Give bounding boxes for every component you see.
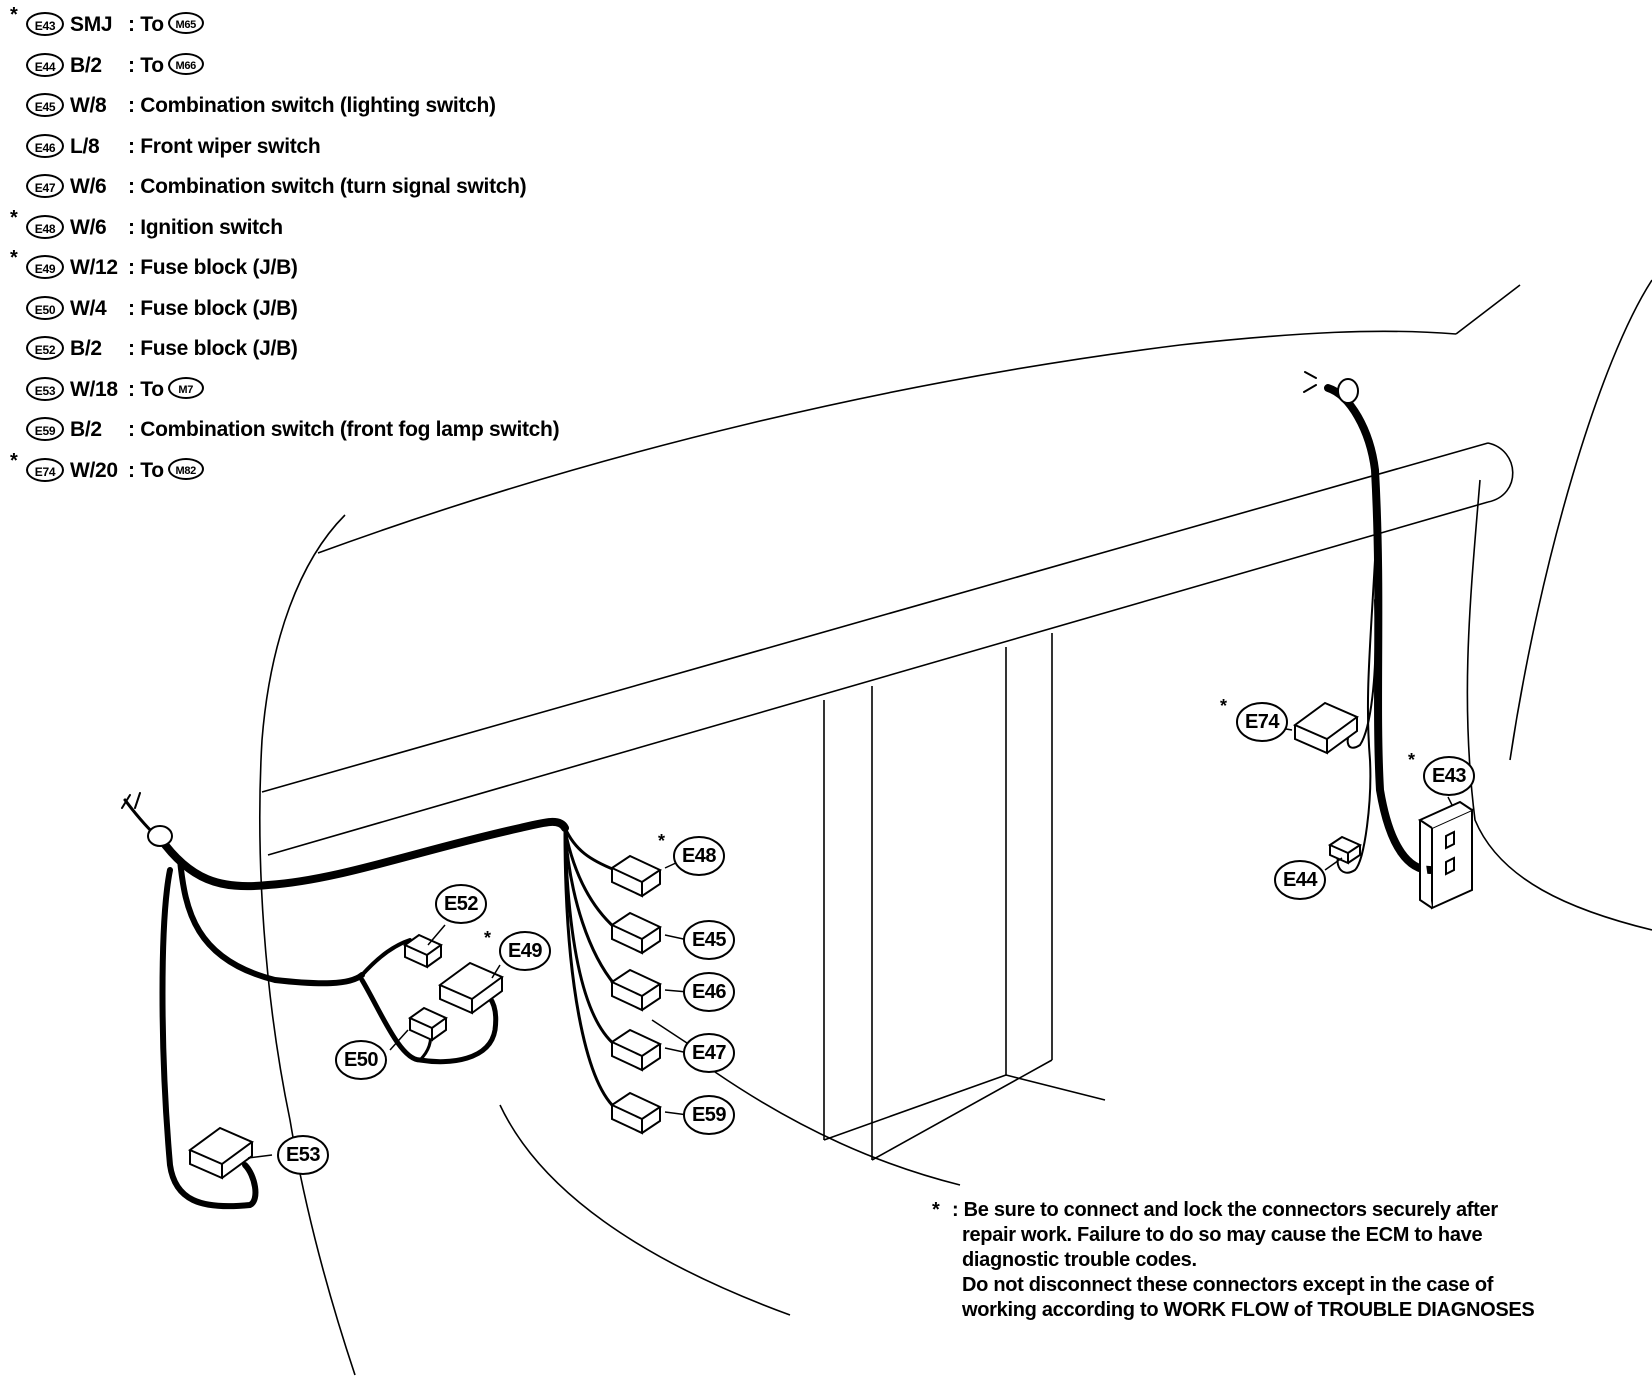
connector-code-badge: E74 (26, 457, 64, 482)
connector-code-badge: E59 (26, 417, 64, 441)
connector-description-text: : To (128, 458, 164, 482)
connector-type: L/8 (70, 134, 100, 158)
connector-description-text: : To (128, 13, 164, 36)
connector-type: W/12 (70, 256, 118, 279)
connector-ref-badge: M65 (167, 12, 204, 35)
callout-e52: E52 (444, 893, 478, 915)
connector-type: SMJ (70, 13, 113, 36)
connector-type: W/4 (70, 296, 107, 320)
connector-description: : Fuse block (J/B) (128, 256, 298, 280)
connector-code-badge: E52 (26, 336, 64, 360)
connector-description: : Combination switch (lighting switch) (128, 94, 496, 118)
connector-code-badge: E53 (26, 376, 64, 401)
connector-type: B/2 (70, 53, 102, 77)
callout-e43: E43 (1432, 765, 1466, 787)
connector-type: W/20 (70, 458, 118, 482)
callout-e53: E53 (286, 1144, 320, 1166)
connector-code-badge: E47 (26, 174, 64, 198)
connector-code-badge: E45 (26, 93, 64, 117)
connector-description-text: : Combination switch (front fog lamp swi… (128, 418, 560, 441)
connector-description-text: : To (128, 53, 164, 77)
legend-star: * (10, 206, 18, 229)
connector-type: B/2 (70, 337, 102, 360)
callout-e50: E50 (344, 1049, 378, 1071)
callout-e47: E47 (692, 1042, 726, 1064)
connector-description-text: : Combination switch (turn signal switch… (128, 175, 527, 198)
connector-code-badge: E50 (26, 295, 64, 320)
callout-star-e49: * (484, 928, 491, 948)
connector-description: : Fuse block (J/B) (128, 337, 298, 361)
callout-e44: E44 (1283, 869, 1318, 891)
note-line-3: diagnostic trouble codes. (962, 1249, 1197, 1271)
connector-e59 (609, 1091, 663, 1135)
connector-code-badge: E43 (26, 12, 64, 36)
connector-e47 (609, 1028, 663, 1072)
callout-e48: E48 (682, 845, 716, 867)
grommet-right (1337, 378, 1359, 404)
connector-description-text: : Combination switch (lighting switch) (128, 94, 496, 117)
connector-description: : Ignition switch (128, 216, 283, 240)
connector-e53 (188, 1126, 254, 1180)
connector-e45 (609, 911, 663, 955)
connector-ref-badge: M82 (167, 457, 204, 480)
callout-star-e43: * (1408, 750, 1415, 770)
connector-description-text: : Fuse block (J/B) (128, 337, 298, 360)
connector-description: : Combination switch (turn signal switch… (128, 175, 527, 199)
legend-star: * (10, 449, 18, 472)
callout-e74: E74 (1245, 711, 1280, 733)
legend-star: * (10, 247, 18, 269)
connector-e52 (403, 933, 443, 969)
connector-type: W/8 (70, 94, 107, 117)
callout-star-e48: * (658, 831, 665, 851)
connector-e48 (609, 854, 663, 898)
connector-description: : Fuse block (J/B) (128, 297, 298, 321)
connector-code-badge: E48 (26, 214, 64, 239)
note-star: * (932, 1199, 940, 1221)
note-line-4: Do not disconnect these connectors excep… (962, 1274, 1494, 1296)
connector-e46 (609, 968, 663, 1012)
connector-description: : Combination switch (front fog lamp swi… (128, 418, 560, 442)
legend-star: * (10, 4, 18, 26)
callout-e45: E45 (692, 929, 726, 951)
connector-description: : Front wiper switch (128, 134, 321, 159)
connector-type: W/18 (70, 377, 118, 401)
note-line-5: working according to WORK FLOW of TROUBL… (962, 1299, 1535, 1321)
connector-e43 (1417, 800, 1473, 910)
connector-type: B/2 (70, 418, 102, 441)
connector-description-text: : To (128, 377, 164, 401)
connector-type: W/6 (70, 175, 107, 198)
connector-description-text: : Front wiper switch (128, 134, 321, 158)
callout-star-e74: * (1220, 696, 1227, 716)
caution-note: * : Be sure to connect and lock the conn… (932, 1198, 1535, 1323)
connector-code-badge: E44 (26, 52, 64, 77)
connector-description-text: : Ignition switch (128, 215, 283, 239)
connector-type: W/6 (70, 215, 107, 239)
grommet-left (147, 825, 173, 847)
callout-e46: E46 (692, 981, 726, 1003)
connector-e50 (408, 1006, 448, 1042)
connector-code-badge: E49 (26, 255, 64, 279)
connector-description-text: : Fuse block (J/B) (128, 296, 298, 320)
callout-e59: E59 (692, 1104, 726, 1126)
connector-description-text: : Fuse block (J/B) (128, 256, 298, 279)
callout-e49: E49 (508, 940, 542, 962)
note-line-2: repair work. Failure to do so may cause … (962, 1224, 1483, 1246)
dashboard-outline (259, 279, 1652, 1376)
connector-ref-badge: M7 (167, 376, 204, 399)
connector-code-badge: E46 (26, 133, 64, 158)
harness-wires (121, 371, 1434, 1210)
connector-e49 (438, 961, 504, 1015)
connector-ref-badge: M66 (167, 52, 204, 75)
connector-e74 (1293, 701, 1359, 755)
connector-e44 (1327, 835, 1363, 865)
note-line-1: : Be sure to connect and lock the connec… (952, 1199, 1498, 1221)
callout-ovals (277, 702, 1475, 1175)
